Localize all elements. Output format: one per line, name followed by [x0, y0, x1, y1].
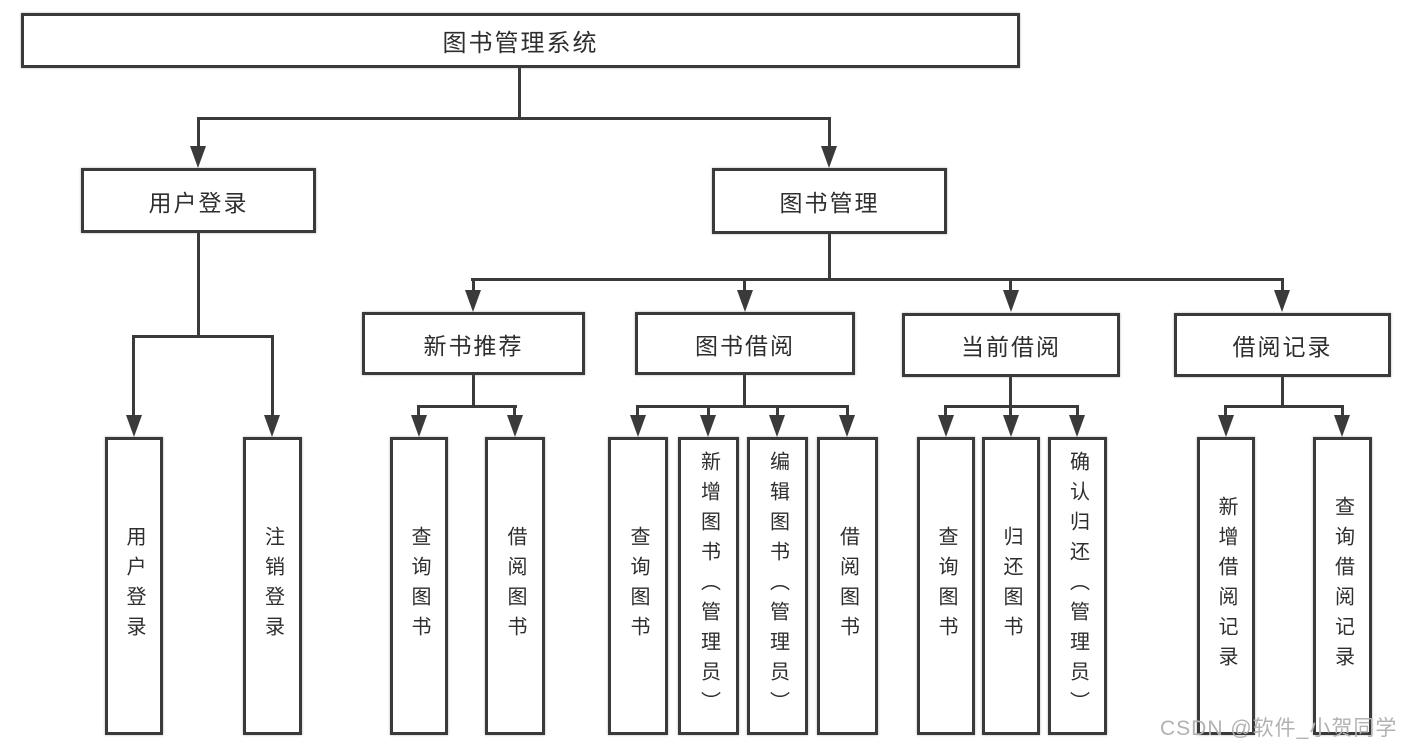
arrow-down-icon [700, 415, 716, 437]
connector-line [743, 375, 746, 407]
arrow-down-icon [126, 415, 142, 437]
connector-line [707, 405, 710, 419]
node-label: 查询图书 [935, 526, 957, 646]
node-label: 新书推荐 [423, 332, 524, 359]
leaf-add-books-admin: 新增图书（管理员） [678, 437, 739, 735]
node-book-management: 图书管理 [712, 168, 947, 234]
connector-line [828, 234, 831, 280]
node-book-borrowing: 图书借阅 [635, 312, 855, 375]
connector-line [1281, 278, 1284, 292]
connector-line [418, 405, 517, 408]
connector-line [828, 117, 831, 149]
leaf-logout: 注销登录 [243, 437, 302, 735]
csdn-watermark: CSDN @软件_小贺同学 [1160, 717, 1398, 740]
node-current-borrowing: 当前借阅 [902, 313, 1120, 377]
node-label: 图书管理系统 [442, 30, 599, 57]
node-label: 确认归还（管理员） [1066, 451, 1089, 721]
arrow-down-icon [769, 415, 785, 437]
connector-line [636, 405, 849, 408]
arrow-down-icon [465, 290, 481, 312]
node-label: 归还图书 [1000, 526, 1022, 646]
leaf-borrow-books-recommend: 借阅图书 [485, 437, 545, 735]
connector-line [472, 375, 475, 407]
node-label: 注销登录 [261, 526, 284, 646]
leaf-query-books-borrowing: 查询图书 [608, 437, 668, 735]
connector-line [1009, 377, 1012, 407]
connector-line [1009, 278, 1012, 292]
leaf-user-login: 用户登录 [105, 437, 163, 735]
node-label: 当前借阅 [961, 334, 1061, 360]
arrow-down-icon [1218, 415, 1234, 437]
connector-line [1009, 405, 1012, 419]
connector-line [271, 335, 274, 419]
connector-line [197, 233, 200, 337]
arrow-down-icon [839, 415, 855, 437]
node-label: 图书借阅 [695, 332, 795, 359]
node-user-login: 用户登录 [81, 168, 316, 233]
connector-line [417, 405, 420, 419]
connector-line [1341, 405, 1344, 419]
connector-line [1076, 405, 1079, 419]
node-label: 查询图书 [627, 526, 649, 646]
node-label: 用户登录 [123, 526, 145, 646]
node-label: 图书管理 [779, 190, 880, 216]
connector-line [518, 68, 521, 118]
connector-line [513, 405, 516, 419]
connector-line [1224, 405, 1344, 408]
connector-line [743, 278, 746, 292]
connector-line [636, 405, 639, 419]
node-root: 图书管理系统 [21, 13, 1020, 68]
arrow-down-icon [630, 415, 646, 437]
connector-line [132, 335, 274, 338]
connector-line [132, 335, 135, 419]
connector-line [197, 117, 831, 120]
node-label: 新增图书（管理员） [697, 451, 720, 721]
node-label: 借阅记录 [1232, 334, 1333, 360]
leaf-borrow-books-borrowing: 借阅图书 [817, 437, 878, 735]
leaf-query-borrow-record: 查询借阅记录 [1313, 437, 1372, 735]
connector-line [471, 278, 1284, 281]
arrow-down-icon [821, 146, 837, 168]
connector-line [944, 405, 947, 419]
leaf-return-books: 归还图书 [982, 437, 1040, 735]
arrow-down-icon [1274, 290, 1290, 312]
connector-line [1281, 377, 1284, 407]
node-label: 借阅图书 [836, 526, 859, 646]
node-label: 编辑图书（管理员） [766, 451, 789, 721]
arrow-down-icon [737, 290, 753, 312]
arrow-down-icon [1334, 415, 1350, 437]
connector-line [846, 405, 849, 419]
arrow-down-icon [1003, 415, 1019, 437]
node-label: 查询借阅记录 [1331, 496, 1354, 676]
arrow-down-icon [1069, 415, 1085, 437]
leaf-confirm-return-admin: 确认归还（管理员） [1048, 437, 1107, 735]
connector-line [1224, 405, 1227, 419]
arrow-down-icon [1003, 290, 1019, 312]
connector-line [197, 117, 200, 149]
leaf-query-books-recommend: 查询图书 [390, 437, 448, 735]
arrow-down-icon [264, 415, 280, 437]
node-label: 新增借阅记录 [1215, 496, 1237, 676]
arrow-down-icon [190, 146, 206, 168]
node-borrowing-records: 借阅记录 [1174, 313, 1391, 377]
node-label: 查询图书 [408, 526, 430, 646]
node-label: 借阅图书 [504, 526, 526, 646]
leaf-add-borrow-record: 新增借阅记录 [1197, 437, 1255, 735]
arrow-down-icon [411, 415, 427, 437]
leaf-query-books-current: 查询图书 [917, 437, 975, 735]
arrow-down-icon [507, 415, 523, 437]
connector-line [776, 405, 779, 419]
leaf-edit-books-admin: 编辑图书（管理员） [747, 437, 808, 735]
node-new-book-recommend: 新书推荐 [362, 312, 585, 375]
node-label: 用户登录 [148, 189, 249, 216]
arrow-down-icon [938, 415, 954, 437]
connector-line [472, 278, 475, 292]
